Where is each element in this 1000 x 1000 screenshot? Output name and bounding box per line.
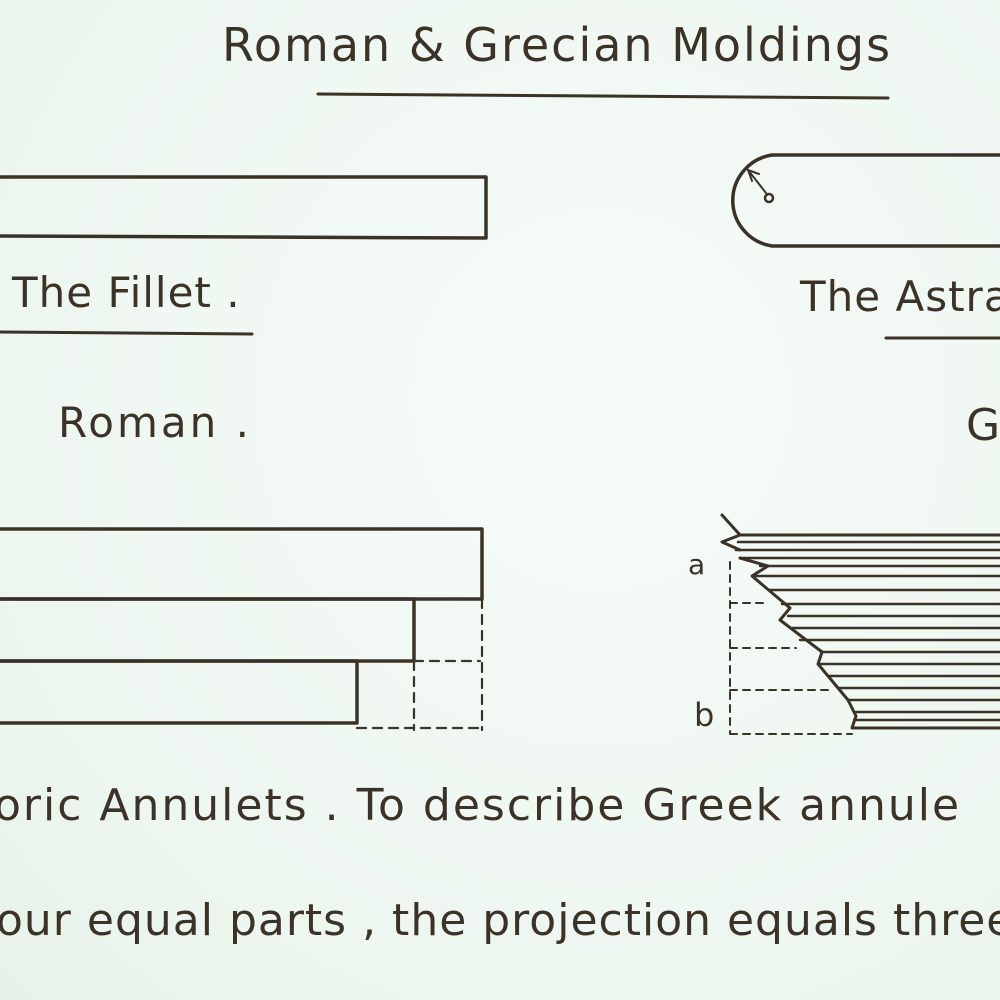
label-b: b — [694, 696, 716, 734]
astragal-diagram — [731, 153, 1000, 248]
grecian-heading: G — [966, 400, 1000, 451]
astragal-caption: The Astra — [800, 272, 1000, 321]
fillet-diagram — [0, 175, 488, 240]
label-a: a — [688, 548, 707, 581]
body-text-line-1: oric Annulets . To describe Greek annule — [0, 780, 962, 831]
astragal-center — [763, 192, 775, 204]
body-text-line-2: our equal parts , the projection equals … — [0, 895, 1000, 946]
roman-heading: Roman . — [58, 398, 252, 447]
grecian-annulets-diagram — [720, 513, 1000, 735]
title-underline — [316, 92, 890, 100]
page-title: Roman & Grecian Moldings — [222, 18, 893, 72]
roman-annulets-diagram — [0, 527, 484, 732]
fillet-caption: The Fillet . — [12, 268, 241, 317]
fillet-caption-underline — [0, 330, 254, 336]
